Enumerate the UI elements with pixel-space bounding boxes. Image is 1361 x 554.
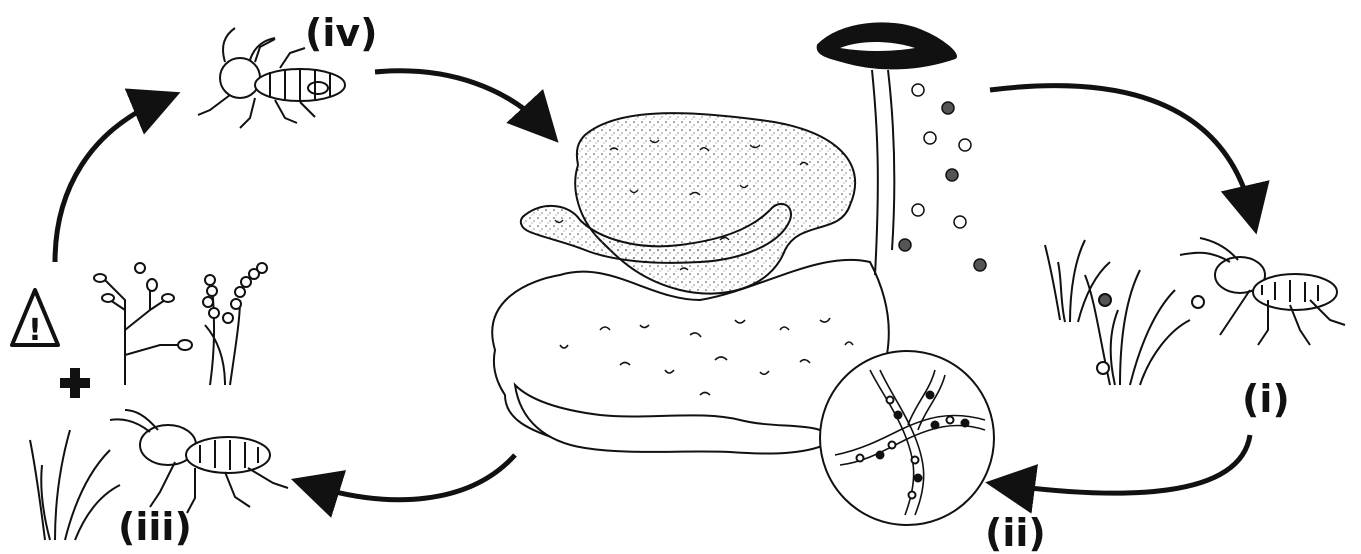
bead-chain-fungus [203, 263, 267, 385]
spore [899, 239, 911, 251]
plus-icon [60, 368, 90, 398]
arrow-stage-iii-to-iv [55, 100, 162, 262]
stage-i-termite-in-grass [1045, 238, 1345, 385]
spore [1192, 296, 1204, 308]
arrow-stage-iv-to-mound [375, 71, 545, 128]
stage-label-ii: (ii) [985, 511, 1046, 554]
spore [1099, 294, 1111, 306]
antagonistic-fungi [94, 263, 267, 385]
spores [899, 84, 986, 271]
stage-ii-hyphae-inset [820, 351, 994, 525]
spore [912, 204, 924, 216]
spore [924, 132, 936, 144]
mushroom-stalk [872, 70, 894, 275]
spore [946, 169, 958, 181]
termite-iv-head [220, 58, 260, 98]
branching-fungus [94, 263, 192, 385]
spore [1097, 362, 1109, 374]
spore [942, 102, 954, 114]
arrow-mound-to-stage-iii [310, 455, 515, 500]
spore [954, 216, 966, 228]
spore [974, 259, 986, 271]
stage-label-i: (i) [1242, 377, 1290, 421]
arrow-mound-to-stage-i [990, 86, 1252, 215]
termite-worker-iii [110, 410, 288, 513]
grass-tuft [1045, 240, 1190, 385]
warning-exclamation: ! [28, 313, 42, 348]
spore [912, 84, 924, 96]
spore [959, 139, 971, 151]
warning-triangle-icon: ! [12, 290, 58, 348]
stage-label-iii: (iii) [118, 505, 192, 549]
stage-label-iv: (iv) [305, 11, 378, 55]
arrow-stage-i-to-ii [1005, 435, 1250, 493]
termite-worker-i [1180, 238, 1345, 345]
grass-tuft [30, 430, 120, 540]
